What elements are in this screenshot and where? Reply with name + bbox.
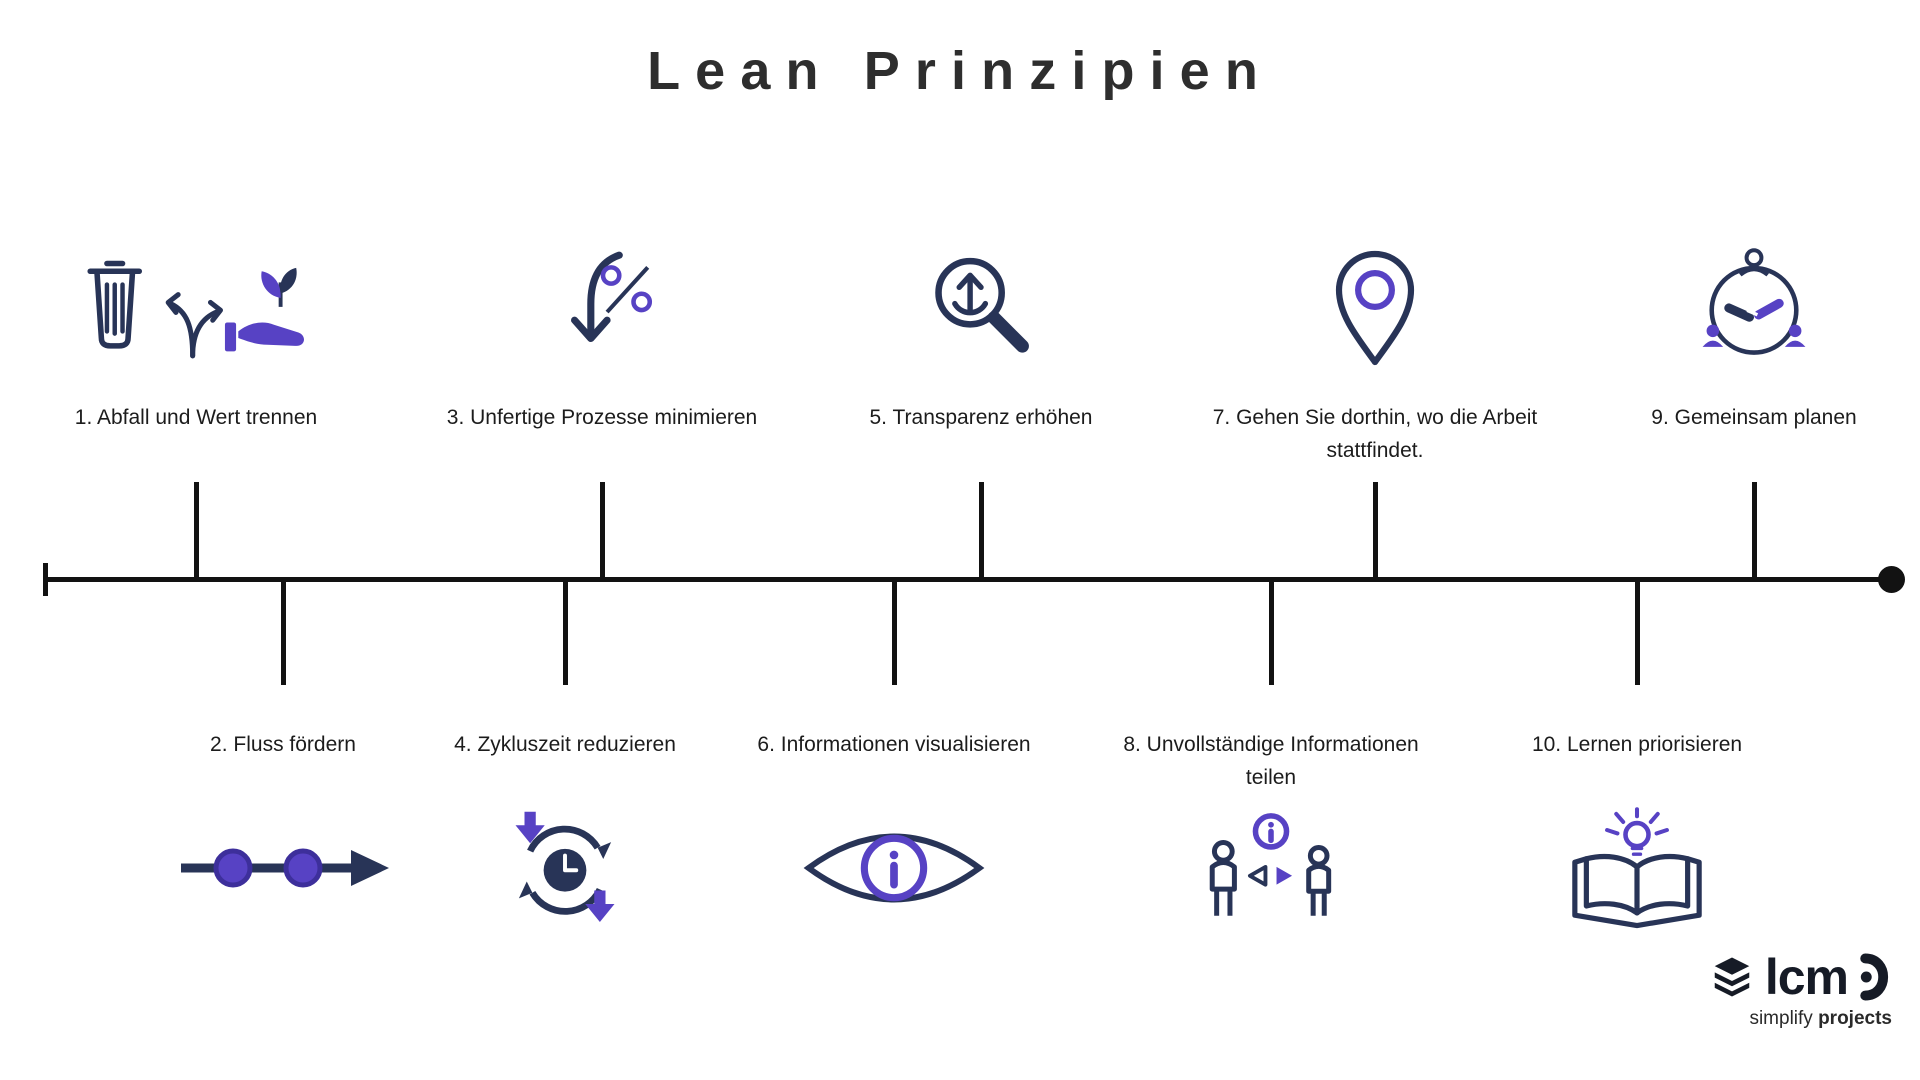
cycle-time-icon (502, 785, 628, 950)
page-title: Lean Prinzipien (647, 41, 1273, 101)
timeline-tick-10 (1634, 582, 1640, 685)
layers-icon (1714, 957, 1750, 997)
principle-3-label: 3. Unfertige Prozesse minimieren (446, 406, 758, 429)
flow-icon (171, 785, 396, 950)
principle-6-label: 6. Informationen visualisieren (757, 733, 1031, 756)
timeline-tick-9 (1751, 482, 1757, 577)
logo-text: lcm (1764, 949, 1849, 1005)
timeline-tick-8 (1268, 582, 1274, 685)
principle-4-label: 4. Zykluszeit reduzieren (454, 733, 676, 756)
principle-5: 5. Transparenz erhöhen (801, 225, 1161, 577)
wip-percent-icon (546, 225, 658, 390)
timeline-tick-2 (280, 582, 286, 685)
principle-7: 7. Gehen Sie dorthin, wo die Arbeit stat… (1195, 225, 1555, 577)
plan-together-icon (1690, 225, 1818, 390)
principle-8-label: 8. Unvollständige Informationen teilen (1123, 733, 1419, 789)
principle-7-label: 7. Gehen Sie dorthin, wo die Arbeit stat… (1212, 406, 1538, 462)
timeline-tick-7 (1372, 482, 1378, 577)
timeline-end-dot (1878, 566, 1905, 593)
principle-10: 10. Lernen priorisieren (1457, 582, 1817, 950)
principle-2-label: 2. Fluss fördern (210, 733, 356, 756)
magnifier-icon (920, 225, 1042, 390)
eye-info-icon (799, 785, 989, 950)
book-bulb-icon (1558, 785, 1716, 950)
tagline-bold: projects (1818, 1008, 1892, 1029)
logo-d-glyph (1860, 953, 1889, 1001)
principle-2: 2. Fluss fördern (103, 582, 463, 950)
people-share-icon (1196, 785, 1346, 950)
waste-value-icon (62, 225, 330, 390)
principle-1: 1. Abfall und Wert trennen (16, 225, 376, 577)
principle-1-label: 1. Abfall und Wert trennen (74, 406, 318, 429)
timeline-tick-6 (891, 582, 897, 685)
timeline (45, 577, 1893, 582)
principle-9: 9. Gemeinsam planen (1574, 225, 1920, 577)
principle-6: 6. Informationen visualisieren (714, 582, 1074, 950)
principle-4: 4. Zykluszeit reduzieren (385, 582, 745, 950)
tagline-normal: simplify (1749, 1008, 1813, 1029)
logo-tagline: simplify projects (1709, 1008, 1892, 1030)
lcmd-logo: lcm simplify projects (1709, 948, 1892, 1030)
principle-5-label: 5. Transparenz erhöhen (869, 406, 1093, 429)
timeline-tick-4 (562, 582, 568, 685)
timeline-tick-1 (193, 482, 199, 577)
principle-10-label: 10. Lernen priorisieren (1531, 733, 1743, 756)
principle-9-label: 9. Gemeinsam planen (1651, 406, 1857, 429)
timeline-tick-5 (978, 482, 984, 577)
principle-8: 8. Unvollständige Informationen teilen (1111, 582, 1431, 950)
location-pin-icon (1321, 225, 1429, 390)
timeline-tick-3 (599, 482, 605, 577)
principle-3: 3. Unfertige Prozesse minimieren (422, 225, 782, 577)
